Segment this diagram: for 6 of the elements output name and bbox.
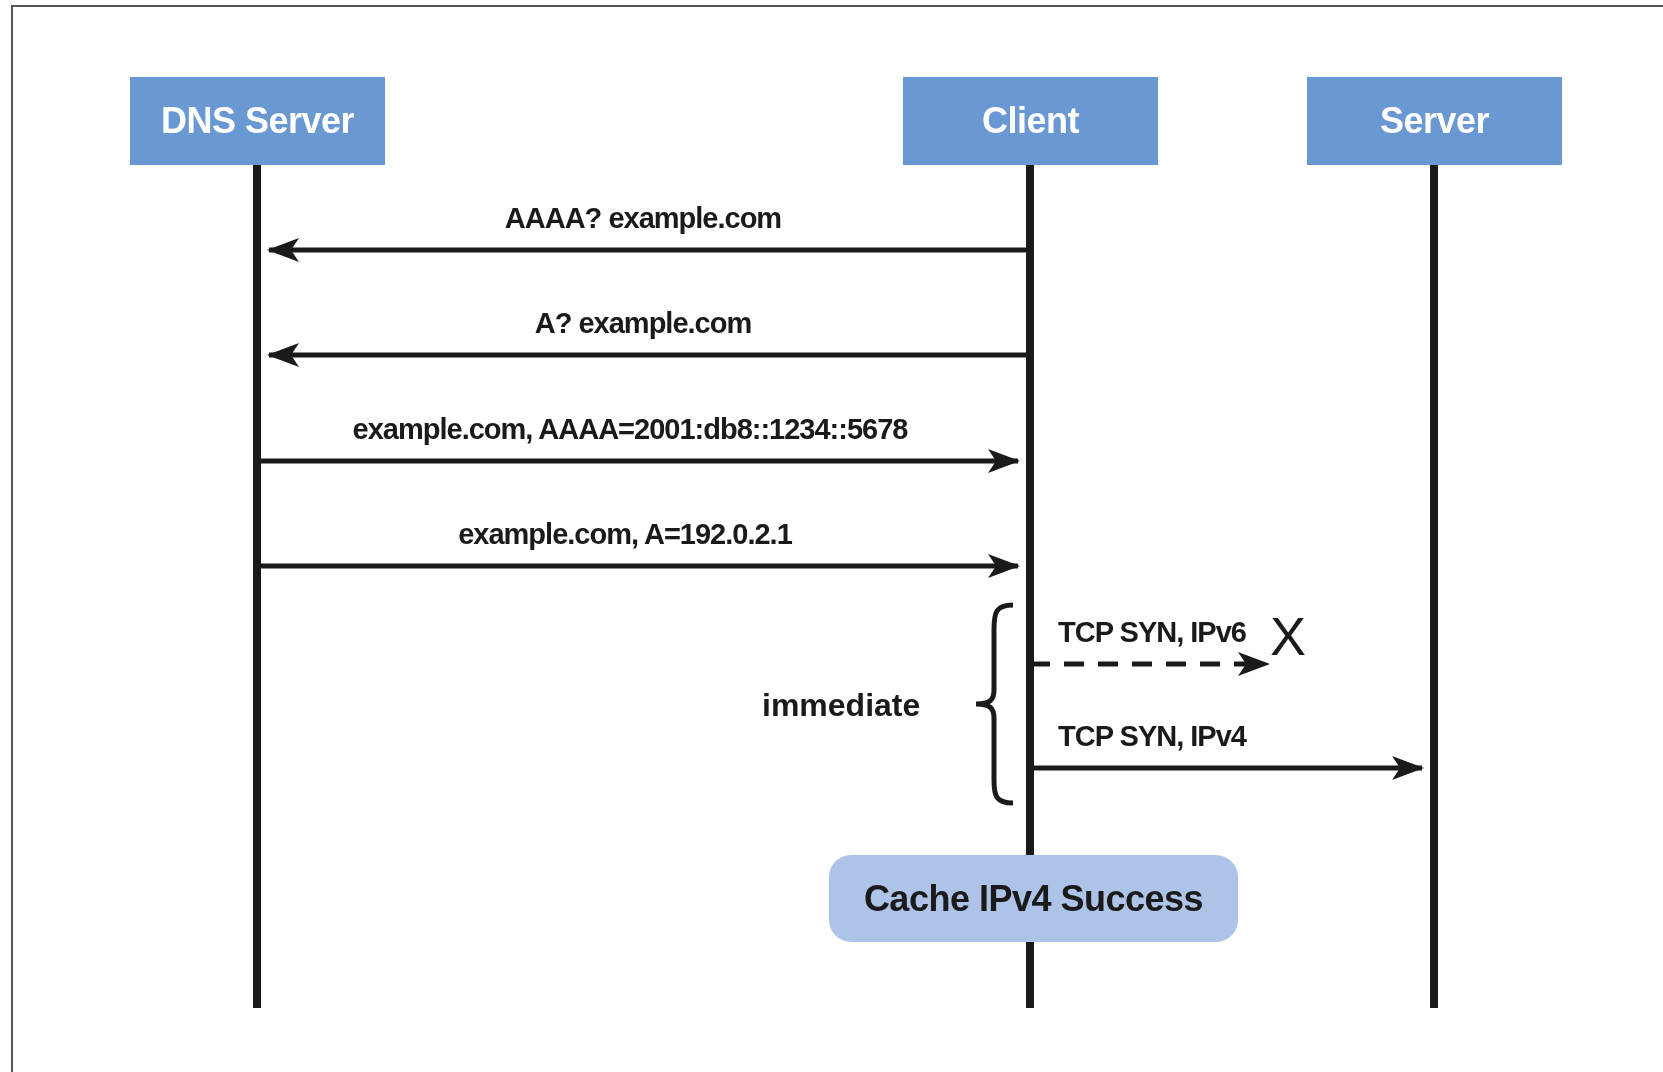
participant-box: Client: [903, 77, 1158, 165]
status-box: Cache IPv4 Success: [829, 855, 1238, 942]
note-text: immediate: [762, 687, 921, 724]
participant-box: DNS Server: [130, 77, 385, 165]
failure-mark: X: [1270, 609, 1307, 663]
participant-box: Server: [1307, 77, 1562, 165]
